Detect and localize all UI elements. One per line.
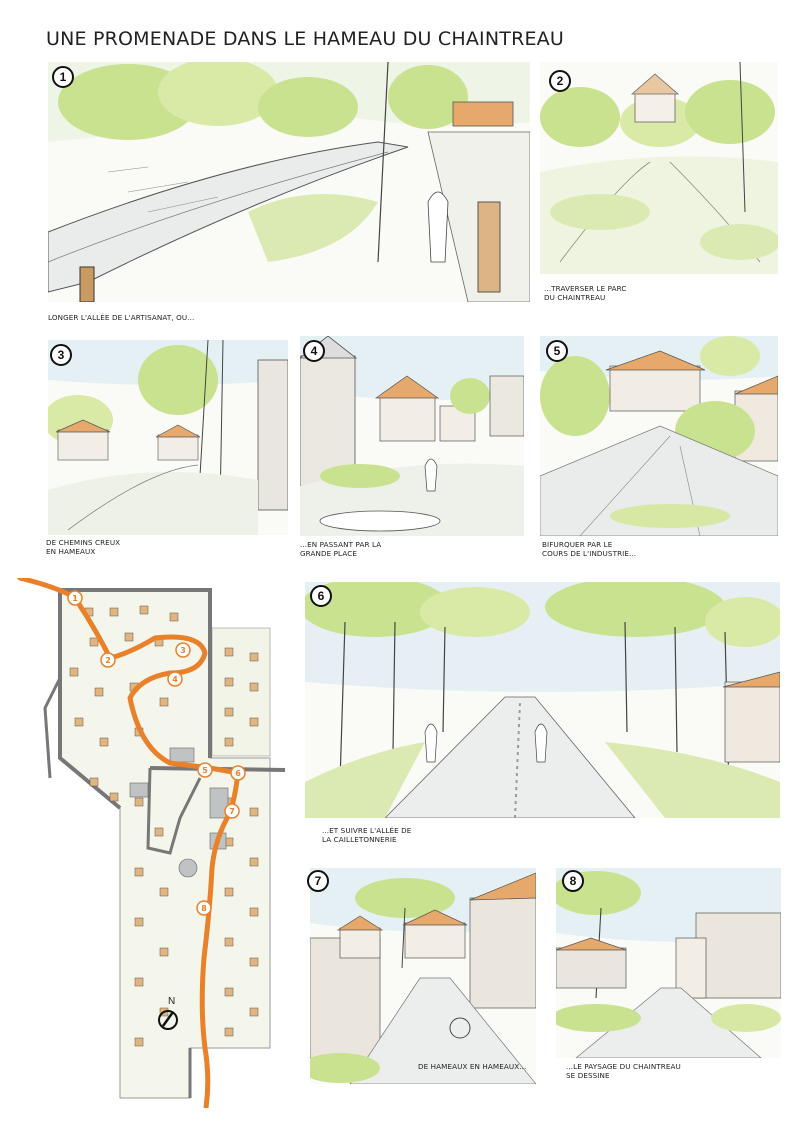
sketch-panel-1	[48, 62, 530, 302]
panel-number-badge: 2	[549, 70, 571, 92]
caption-line: ...TRAVERSER LE PARC	[544, 284, 627, 293]
panel-number-badge: 7	[307, 870, 329, 892]
sketch-panel-3	[48, 340, 288, 535]
panel-caption: DE CHEMINS CREUX EN HAMEAUX	[46, 538, 120, 556]
panel-number-badge: 4	[303, 340, 325, 362]
panel-number-badge: 6	[310, 585, 332, 607]
route-marker-label: 8	[201, 904, 207, 913]
caption-line: SE DESSINE	[566, 1071, 610, 1080]
caption-line: EN HAMEAUX	[46, 547, 96, 556]
caption-line: ...EN PASSANT PAR LA	[300, 540, 382, 549]
caption-line: ...LE PAYSAGE DU CHAINTREAU	[566, 1062, 681, 1071]
panel-number-badge: 3	[50, 344, 72, 366]
page-title: UNE PROMENADE DANS LE HAMEAU DU CHAINTRE…	[46, 28, 564, 50]
route-marker-label: 1	[72, 594, 78, 603]
north-label: N	[168, 996, 176, 1007]
north-arrow-icon	[148, 998, 188, 1038]
panel-caption: BIFURQUER PAR LE COURS DE L'INDUSTRIE...	[542, 540, 636, 558]
route-marker-label: 2	[105, 656, 111, 665]
panel-caption: LONGER L'ALLÉE DE L'ARTISANAT, OU...	[48, 313, 194, 322]
panel-number-badge: 1	[52, 66, 74, 88]
caption-line: BIFURQUER PAR LE	[542, 540, 613, 549]
panel-number-badge: 8	[562, 870, 584, 892]
panel-caption: DE HAMEAUX EN HAMEAUX...	[418, 1062, 526, 1071]
caption-line: LA CAILLETONNERIE	[322, 835, 397, 844]
sketch-panel-6	[305, 582, 780, 818]
panel-number-badge: 5	[546, 340, 568, 362]
sketch-panel-8	[556, 868, 781, 1058]
panel-caption: ...EN PASSANT PAR LA GRANDE PLACE	[300, 540, 381, 558]
panel-caption: ...ET SUIVRE L'ALLÉE DE LA CAILLETONNERI…	[322, 826, 411, 844]
caption-line: DE CHEMINS CREUX	[46, 538, 121, 547]
sketch-panel-7	[310, 868, 536, 1084]
route-marker-label: 3	[180, 646, 186, 655]
panel-caption: ...LE PAYSAGE DU CHAINTREAU SE DESSINE	[566, 1062, 681, 1080]
caption-line: ...ET SUIVRE L'ALLÉE DE	[322, 826, 412, 835]
route-marker-label: 6	[235, 769, 241, 778]
site-map: 1 2 3 4 5 6 7 8	[0, 578, 300, 1108]
sketch-panel-4	[300, 336, 524, 536]
caption-line: LONGER L'ALLÉE DE L'ARTISANAT, OU...	[48, 313, 195, 322]
caption-line: DU CHAINTREAU	[544, 293, 606, 302]
sketch-panel-5	[540, 336, 778, 536]
caption-line: DE HAMEAUX EN HAMEAUX...	[418, 1062, 527, 1071]
route-marker-label: 5	[202, 766, 208, 775]
caption-line: GRANDE PLACE	[300, 549, 357, 558]
route-marker-label: 4	[172, 675, 178, 684]
route-marker-label: 7	[229, 807, 235, 816]
panel-caption: ...TRAVERSER LE PARC DU CHAINTREAU	[544, 284, 627, 302]
sketch-panel-2	[540, 62, 778, 274]
caption-line: COURS DE L'INDUSTRIE...	[542, 549, 637, 558]
